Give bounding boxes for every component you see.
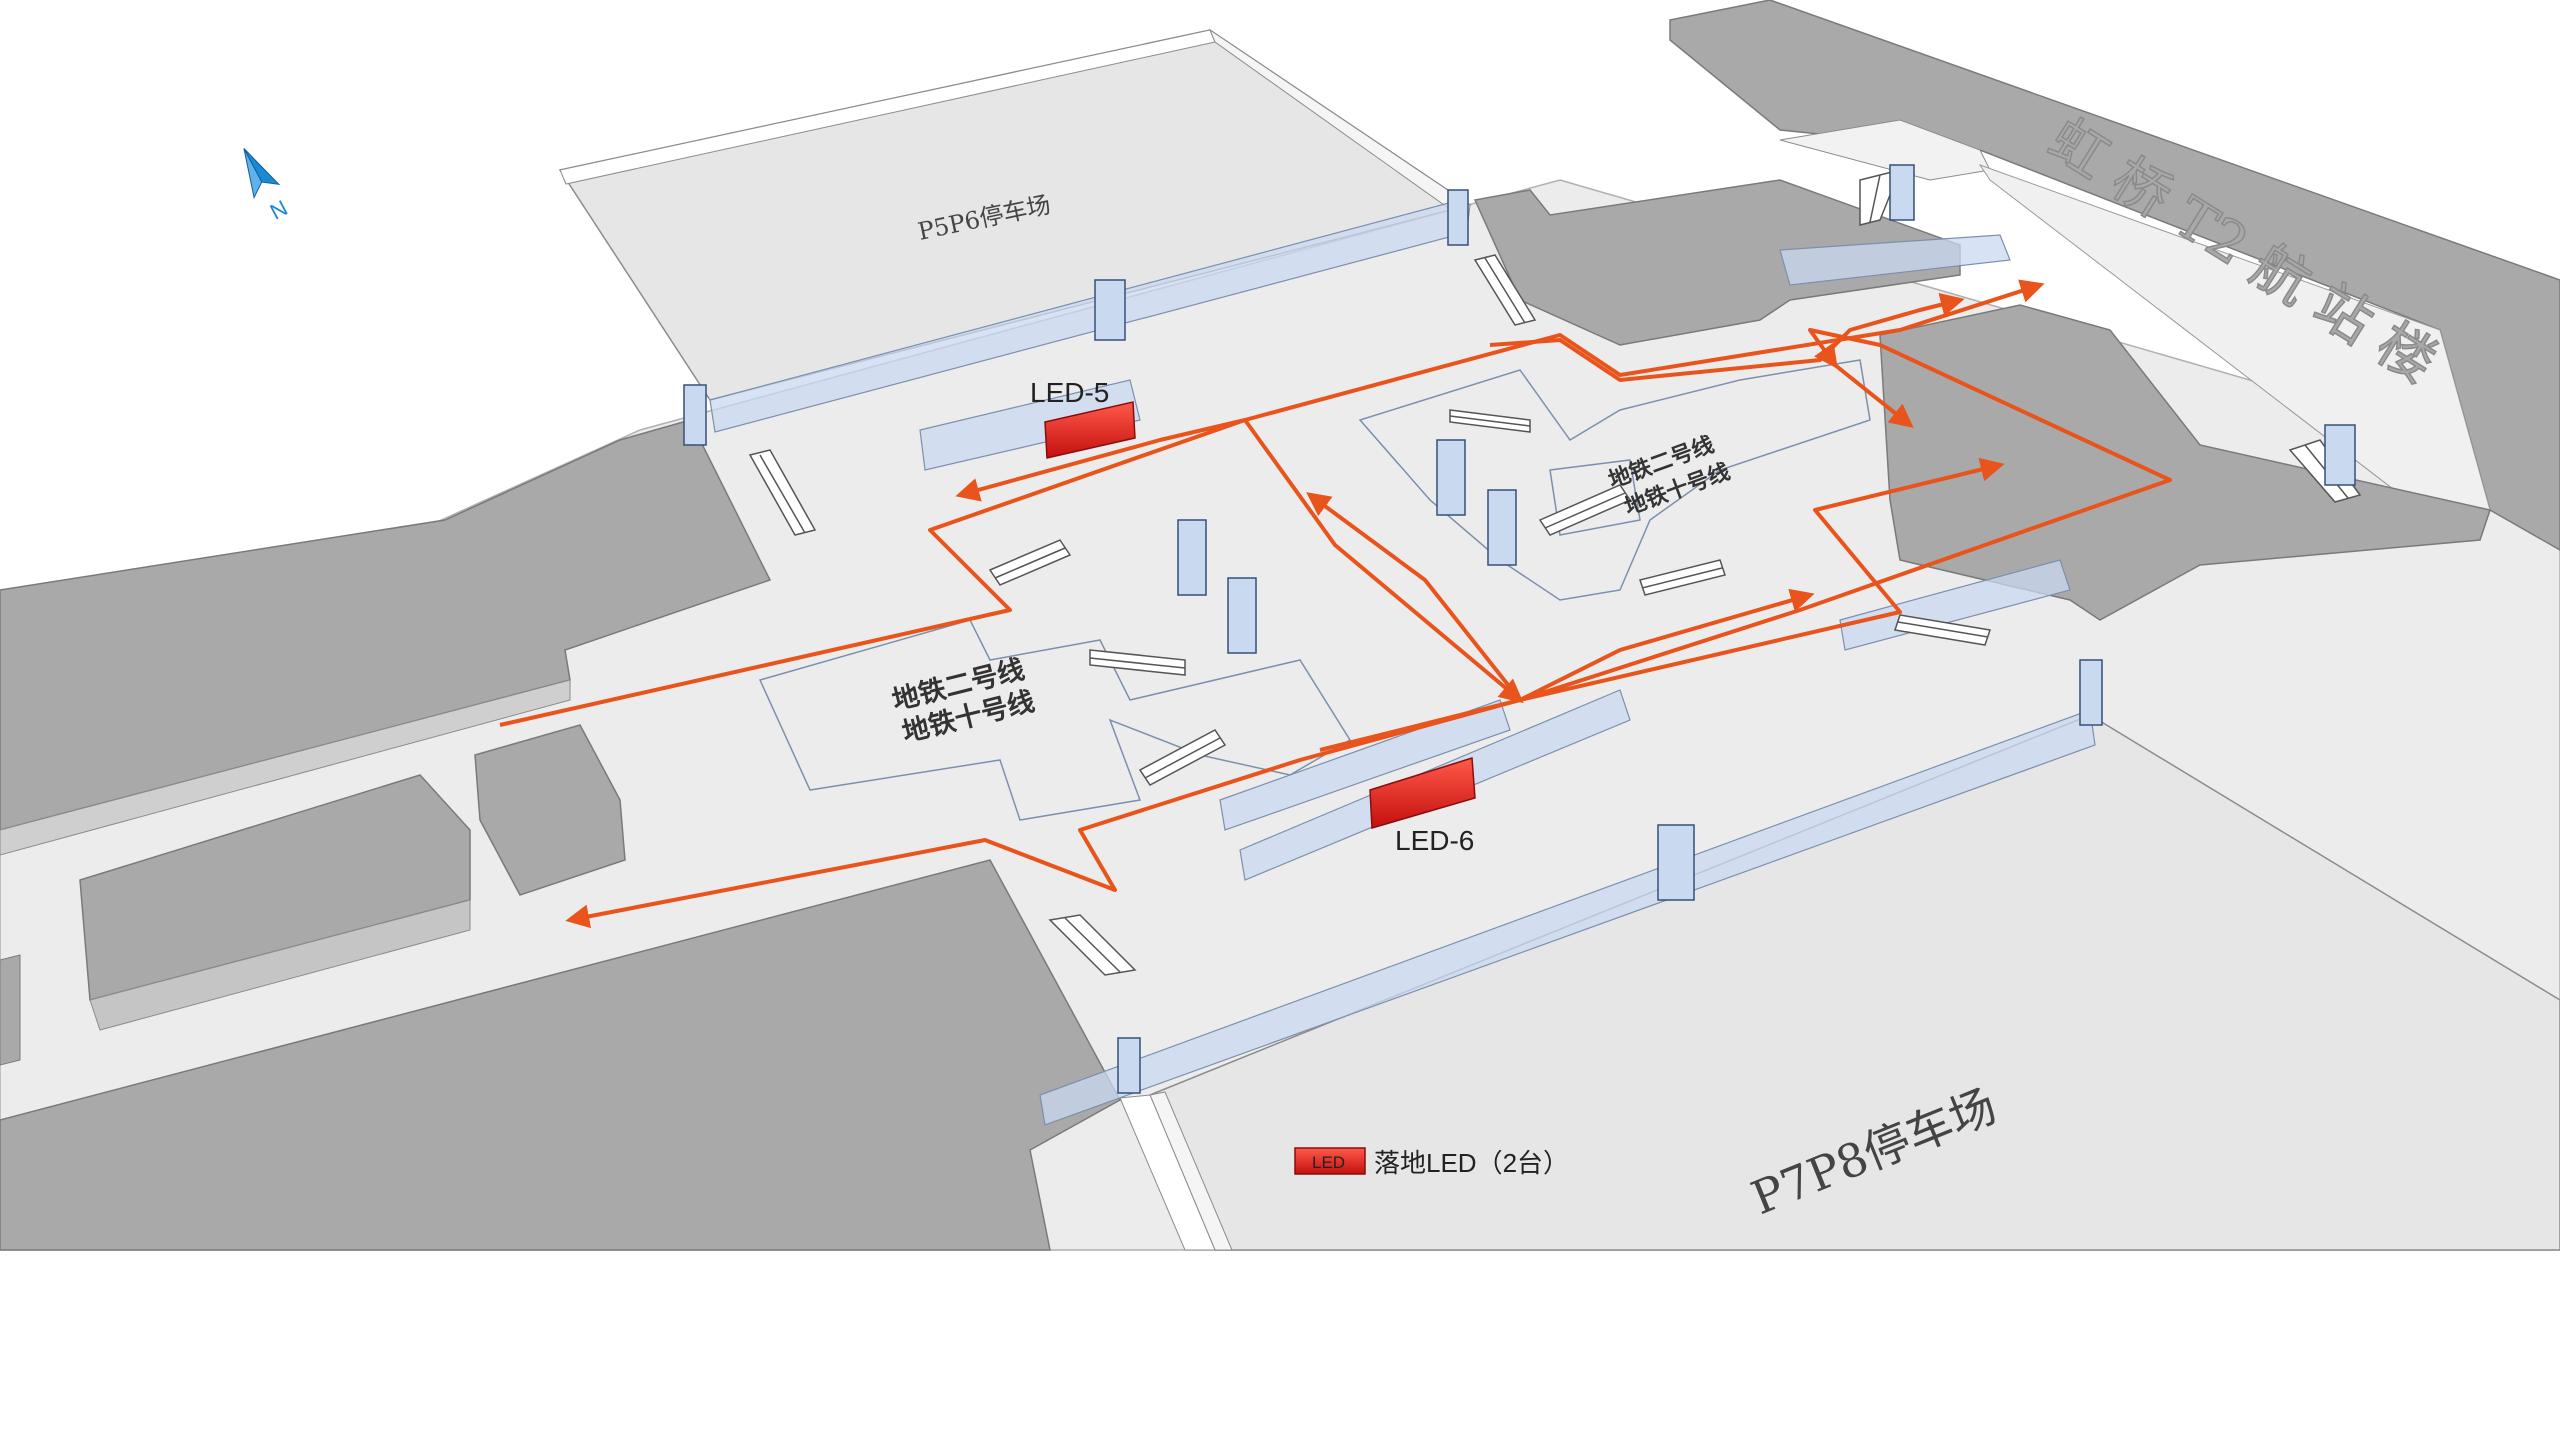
escalator-5 — [1138, 729, 1227, 786]
route-south-lower — [1519, 457, 2005, 702]
escalator-6 — [1449, 409, 1531, 433]
route-north-west — [955, 418, 1246, 502]
parking-south — [1119, 714, 2560, 1251]
route-east-vertical — [1833, 363, 1914, 428]
led-screen-6: LED-6 — [1369, 757, 1476, 856]
elevator-5 — [1177, 519, 1207, 596]
route-south-main — [1519, 328, 2172, 702]
escalator-3 — [988, 539, 1072, 586]
escalator-1 — [748, 449, 817, 536]
escalator-4 — [1089, 649, 1186, 676]
elevator-9 — [2324, 424, 2356, 486]
compass: N — [243, 148, 292, 225]
elevator-1 — [683, 384, 707, 446]
legend: LED 落地LED（2台） — [1294, 1147, 1569, 1178]
legend-swatch-text: LED — [1312, 1153, 1345, 1172]
escalator-8 — [1639, 559, 1726, 596]
parking-north — [558, 28, 1472, 401]
elevator-12 — [1117, 1037, 1141, 1094]
elevator-3 — [1447, 189, 1469, 246]
glass-walls — [709, 199, 2096, 1126]
elevator-11 — [1657, 824, 1695, 901]
escalator-10 — [1048, 914, 1137, 976]
elevator-2 — [1094, 279, 1126, 341]
elevator-10 — [2079, 659, 2103, 726]
escalator-9 — [1894, 614, 1991, 646]
route-diagonal — [1243, 418, 1524, 704]
led-6-label: LED-6 — [1395, 825, 1474, 856]
route-south-to-west — [565, 698, 1521, 929]
escalators — [748, 168, 2362, 976]
elevator-8 — [1487, 489, 1517, 566]
pedestrian-routes — [499, 279, 2172, 929]
elevator-7 — [1436, 439, 1466, 516]
compass-label: N — [266, 195, 292, 225]
legend-led-swatch — [1294, 1147, 1366, 1175]
building-block-north-east — [1473, 179, 2491, 621]
escalator-2 — [1473, 254, 1537, 326]
route-diagonal-reverse — [1306, 492, 1522, 702]
elevator-4 — [1889, 164, 1915, 221]
legend-text: 落地LED（2台） — [1374, 1148, 1569, 1178]
building-block-west — [0, 419, 1122, 1251]
escalator-7 — [1538, 484, 1632, 536]
terminal-building — [1669, 0, 2560, 551]
elevators — [683, 164, 2356, 1094]
led-5-label: LED-5 — [1030, 377, 1109, 408]
elevator-6 — [1227, 577, 1257, 654]
route-south-east — [1319, 588, 1815, 752]
led-screen-5: LED-5 — [1030, 377, 1136, 459]
